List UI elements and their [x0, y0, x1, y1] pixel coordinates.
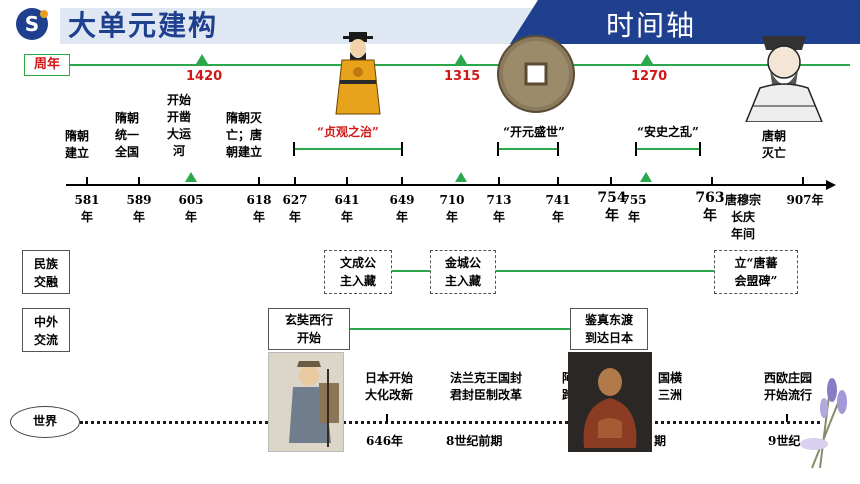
axis-tick: [86, 177, 88, 185]
year-label: 649 年: [389, 193, 415, 224]
axis-tick: [802, 177, 804, 185]
foreign-row-line: [350, 328, 570, 330]
ethnic-event-wencheng: 文成公 主入藏: [324, 250, 392, 294]
logo-dot: [40, 10, 48, 18]
axis-tick: [557, 177, 559, 185]
period-bracket-start: [293, 142, 295, 156]
world-event-taika: 日本开始 大化改新: [364, 371, 413, 402]
period-bracket-end: [699, 142, 701, 156]
coin-image: [496, 34, 576, 114]
row-label-foreign: 中外 交流: [22, 308, 70, 352]
year-label: 唐穆宗 长庆 年间: [724, 193, 761, 241]
axis-tick: [401, 177, 403, 185]
anniversary-marker: [641, 54, 653, 64]
axis-tick: [258, 177, 260, 185]
year-label: 641 年: [334, 193, 360, 224]
world-event-year: 646年: [366, 434, 404, 448]
period-anshi-label: “安史之乱”: [637, 125, 699, 139]
anniversary-label: 周年: [24, 54, 70, 76]
year-label: 754: [597, 190, 627, 206]
anniversary-marker: [455, 54, 467, 64]
period-bracket-start: [497, 142, 499, 156]
ethnic-row-line: [392, 270, 730, 272]
period-kaiyuan-span: [499, 148, 557, 150]
period-bracket-end: [401, 142, 403, 156]
year-label: 763: [695, 190, 725, 206]
ethnic-event-jincheng: 金城公 主入藏: [430, 250, 496, 294]
period-bracket-end: [557, 142, 559, 156]
period-kaiyuan-label: “开元盛世”: [503, 125, 565, 139]
anniversary-marker: [196, 54, 208, 64]
jianzhen-statue-image: [568, 352, 652, 452]
year-label: 589 年: [126, 193, 152, 224]
event-grand-canal: 开始 开凿 大运 河: [166, 93, 191, 158]
year-suffix: 年: [605, 208, 619, 224]
year-label: 741 年: [545, 193, 571, 224]
emperor-figure-image: [332, 30, 384, 116]
axis-tick: [346, 177, 348, 185]
foreign-event-jianzhen: 鉴真东渡 到达日本: [570, 308, 648, 350]
event-sui-founded: 隋朝 建立: [64, 129, 89, 160]
world-event-year: 8世纪前期: [446, 434, 503, 448]
world-label: 世界: [10, 406, 80, 438]
year-label: 581 年: [74, 193, 100, 224]
ethnic-event-tangfan-stele: 立“唐蕃 会盟碑”: [714, 250, 798, 294]
section-title: 时间轴: [606, 9, 697, 42]
world-tick: [386, 414, 388, 422]
main-timeline-axis: [66, 184, 828, 186]
world-tick: [786, 414, 788, 422]
row-label-ethnic: 民族 交融: [22, 250, 70, 294]
anniversary-value: 1420: [186, 69, 223, 84]
year-label: 713 年: [486, 193, 512, 224]
axis-tick: [138, 177, 140, 185]
axis-tick: [711, 177, 713, 185]
event-sui-unification: 隋朝 统一 全国: [114, 111, 139, 159]
world-event-manor: 西欧庄园 开始流行: [763, 371, 812, 402]
period-anshi-span: [637, 148, 699, 150]
world-event-year: 期: [654, 434, 667, 448]
axis-arrow-icon: [826, 180, 836, 190]
period-zhenguan-span: [295, 148, 401, 150]
period-zhenguan-label: “贞观之治”: [317, 125, 379, 139]
foreign-event-xuanzang: 玄奘西行 开始: [268, 308, 350, 350]
world-event-frankish: 法兰克王国封 君封臣制改革: [449, 371, 522, 402]
world-event-year: 9世纪: [768, 434, 801, 448]
year-label: 627 年: [282, 193, 308, 224]
xuanzang-stamp-image: [268, 352, 344, 452]
year-label: 907年: [786, 193, 824, 207]
period-bracket-start: [635, 142, 637, 156]
axis-tick: [498, 177, 500, 185]
year-label: 618 年: [246, 193, 272, 224]
page-title: 大单元建构: [68, 9, 219, 42]
anniversary-value: 1270: [631, 69, 668, 84]
year-label: 710 年: [439, 193, 465, 224]
scholar-portrait-image: [732, 26, 836, 122]
anniversary-value: 1315: [444, 69, 481, 84]
axis-anniversary-marker: [185, 172, 197, 182]
axis-anniversary-marker: [455, 172, 467, 182]
year-label: 755 年: [621, 193, 647, 224]
world-timeline-line: [80, 421, 820, 424]
axis-tick: [610, 177, 612, 185]
year-suffix: 年: [703, 208, 717, 224]
anniversary-line: [70, 64, 850, 66]
event-tang-fall: 唐朝 灭亡: [761, 129, 786, 160]
year-label: 605 年: [178, 193, 204, 224]
event-tang-founded: 隋朝灭 亡；唐 朝建立: [225, 111, 262, 159]
world-event-arab-empire: 国横 三洲: [657, 371, 682, 402]
lavender-decoration-image: [790, 368, 850, 472]
axis-tick: [294, 177, 296, 185]
axis-anniversary-marker: [640, 172, 652, 182]
